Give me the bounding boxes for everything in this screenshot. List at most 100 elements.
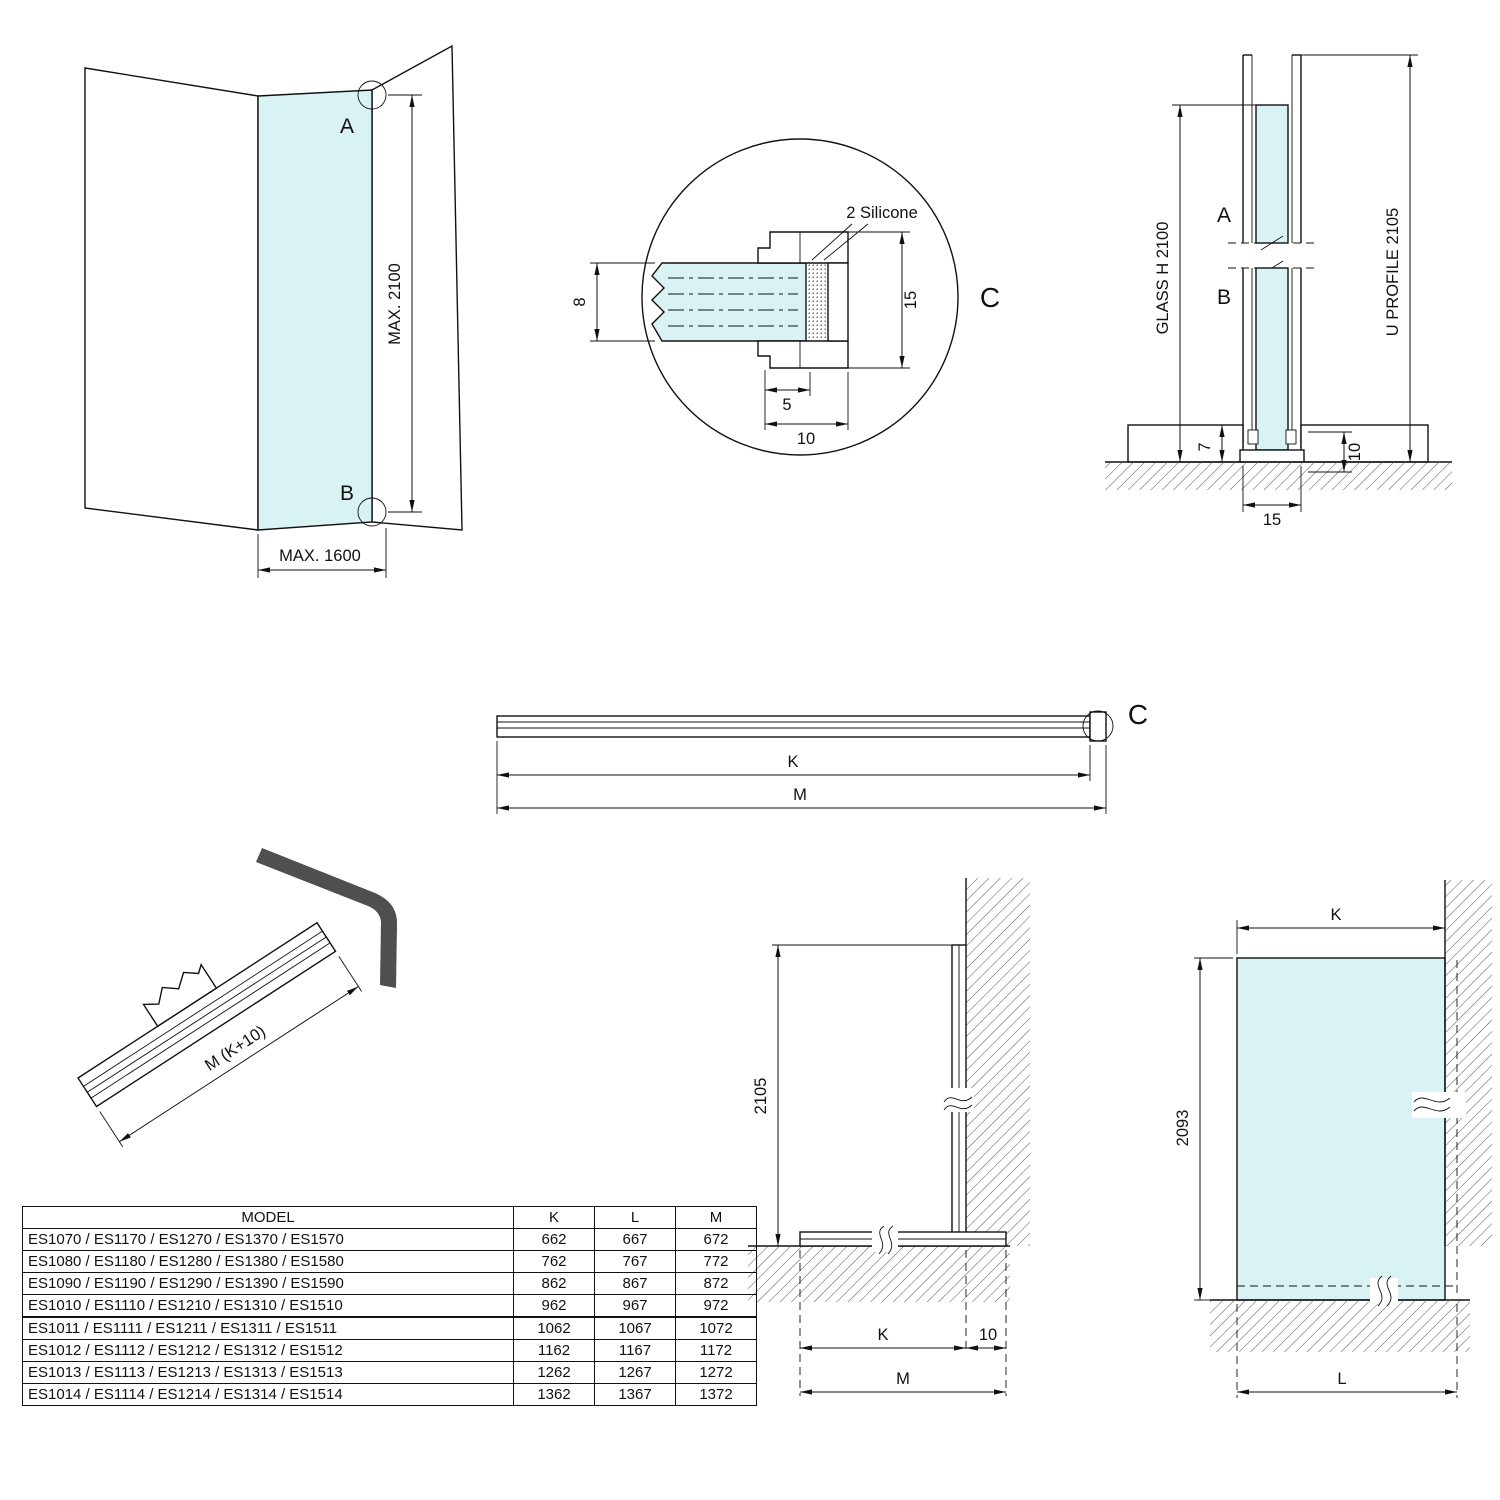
l-cell: 867: [594, 1272, 676, 1295]
dim-max-width: MAX. 1600: [279, 547, 361, 565]
dim-profile-width: 15: [1263, 511, 1281, 529]
bar-label-c: C: [1128, 699, 1148, 730]
table-header-k: K: [513, 1206, 595, 1229]
k-cell: 862: [513, 1272, 595, 1295]
dim-k: K: [787, 753, 798, 771]
table-row: ES1013 / ES1113 / ES1213 / ES1313 / ES15…: [22, 1361, 757, 1384]
k-cell: 762: [513, 1250, 595, 1273]
dim-outer-depth: 10: [797, 430, 815, 448]
l-cell: 1367: [594, 1383, 676, 1406]
dim-glass-elevation-height: 2093: [1174, 1110, 1192, 1147]
table-header-l: L: [594, 1206, 676, 1229]
label-b: B: [340, 482, 354, 505]
l-cell: 1067: [594, 1316, 676, 1340]
m-cell: 1172: [675, 1339, 757, 1362]
k-cell: 1362: [513, 1383, 595, 1406]
model-cell: ES1010 / ES1110 / ES1210 / ES1310 / ES15…: [22, 1294, 514, 1318]
m-cell: 872: [675, 1272, 757, 1295]
model-table: MODEL K L M ES1070 / ES1170 / ES1270 / E…: [22, 1206, 757, 1406]
dim-wall-overlap: 10: [979, 1326, 997, 1344]
table-row: ES1010 / ES1110 / ES1210 / ES1310 / ES15…: [22, 1294, 757, 1318]
k-cell: 1162: [513, 1339, 595, 1362]
k-cell: 1262: [513, 1361, 595, 1384]
bottom-profile-side-view: C K M: [496, 699, 1148, 814]
l-cell: 767: [594, 1250, 676, 1273]
floor-hatch: [1210, 1300, 1470, 1352]
detail-marker-b: [357, 497, 387, 527]
profile-bottom-flange: [757, 340, 849, 369]
dim-seat-depth: 7: [1196, 442, 1214, 451]
l-cell: 667: [594, 1228, 676, 1251]
base-plate: [1239, 449, 1305, 463]
profile-end-cap: [1089, 711, 1107, 742]
glass-wall-elevation: K 2093 L: [1174, 880, 1492, 1398]
m-cell: 1372: [675, 1383, 757, 1406]
model-cell: ES1011 / ES1111 / ES1211 / ES1311 / ES15…: [22, 1316, 514, 1340]
profile-isometric-view: M (K+10): [77, 848, 398, 1148]
floor-hatch: [748, 1246, 1010, 1302]
table-row: ES1080 / ES1180 / ES1280 / ES1380 / ES15…: [22, 1250, 757, 1273]
table-row: ES1090 / ES1190 / ES1290 / ES1390 / ES15…: [22, 1272, 757, 1295]
l-cell: 967: [594, 1294, 676, 1318]
m-cell: 1072: [675, 1316, 757, 1340]
dim-max-height: MAX. 2100: [386, 263, 404, 345]
model-cell: ES1013 / ES1113 / ES1213 / ES1313 / ES15…: [22, 1361, 514, 1384]
table-header-row: MODEL K L M: [22, 1206, 757, 1229]
dim-inner-depth: 5: [782, 396, 791, 414]
profile-bar: [496, 715, 1091, 738]
dim-glass-thickness: 8: [571, 297, 589, 306]
k-cell: 1062: [513, 1316, 595, 1340]
m-cell: 772: [675, 1250, 757, 1273]
wall-hatch: [1445, 880, 1492, 1246]
table-row: ES1014 / ES1114 / ES1214 / ES1314 / ES15…: [22, 1383, 757, 1406]
detail-circle: [641, 138, 959, 456]
silicone-note: 2 Silicone: [846, 204, 918, 222]
wall-bracket-profile: [256, 848, 398, 988]
wall-hatch: [966, 878, 1030, 1246]
profile-top-flange: [757, 231, 849, 264]
left-wall-panel: [84, 67, 259, 531]
base-block-right: [1300, 424, 1429, 463]
profile-detail-view: C 2 Silicone 8 15 5 10: [571, 138, 1000, 456]
detail-marker-a: [357, 80, 387, 110]
label-a: A: [340, 115, 354, 138]
k-cell: 662: [513, 1228, 595, 1251]
silicone-bead: [805, 262, 829, 342]
m-cell: 972: [675, 1294, 757, 1318]
model-cell: ES1080 / ES1180 / ES1280 / ES1380 / ES15…: [22, 1250, 514, 1273]
model-cell: ES1012 / ES1112 / ES1212 / ES1312 / ES15…: [22, 1339, 514, 1362]
profile-wall-elevation: 2105 K 10 M: [748, 878, 1030, 1396]
model-cell: ES1090 / ES1190 / ES1290 / ES1390 / ES15…: [22, 1272, 514, 1295]
profile-back-wall: [827, 262, 849, 342]
dim-profile-total-m: M: [896, 1370, 910, 1388]
detail-marker-c: [1082, 710, 1114, 742]
m-cell: 1272: [675, 1361, 757, 1384]
dim-m: M: [793, 786, 807, 804]
dim-glass-height: GLASS H 2100: [1154, 222, 1172, 335]
glass-cross-section: [651, 262, 807, 342]
floor-hatch: [1105, 462, 1452, 490]
k-cell: 962: [513, 1294, 595, 1318]
glass-upper-segment: [1255, 104, 1289, 244]
dim-base-height: 10: [1346, 443, 1364, 461]
glass-lower-segment: [1255, 267, 1289, 451]
vertical-section-view: A B GLASS H 2100 U PROFILE 2105 7 10 15: [1105, 54, 1452, 529]
dim-profile-height: 15: [902, 291, 920, 309]
dim-opening-k: K: [1330, 906, 1341, 924]
dim-opening-k: K: [877, 1326, 888, 1344]
l-cell: 1267: [594, 1361, 676, 1384]
table-header-model: MODEL: [22, 1206, 514, 1229]
section-label-a: A: [1217, 204, 1231, 227]
base-block-left: [1127, 424, 1244, 463]
l-cell: 1167: [594, 1339, 676, 1362]
table-row: ES1011 / ES1111 / ES1211 / ES1311 / ES15…: [22, 1316, 757, 1340]
model-cell: ES1014 / ES1114 / ES1214 / ES1314 / ES15…: [22, 1383, 514, 1406]
table-header-m: M: [675, 1206, 757, 1229]
m-cell: 672: [675, 1228, 757, 1251]
dim-glass-width-l: L: [1337, 1370, 1346, 1388]
detail-label-c: C: [980, 282, 1000, 313]
glass-panel-elevation: [1236, 957, 1446, 1301]
dim-profile-elevation-height: 2105: [752, 1078, 770, 1115]
